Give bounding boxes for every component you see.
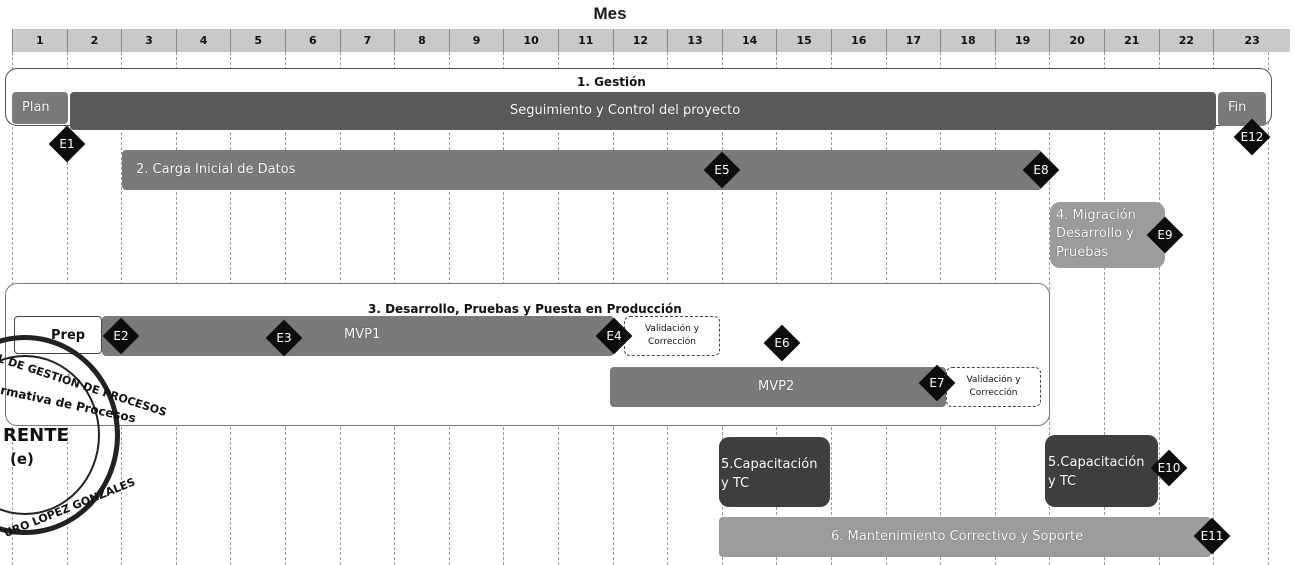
migracion-label-line1: 4. Migración bbox=[1056, 208, 1136, 223]
month-header-cell: 7 bbox=[339, 29, 395, 52]
seguimiento-bar: Seguimiento y Control del proyecto bbox=[70, 92, 1216, 130]
capacitacion-bar-2: 5.Capacitación y TC bbox=[1045, 435, 1158, 507]
milestone-e8: E8 bbox=[1021, 150, 1061, 190]
month-header-cell: 4 bbox=[175, 29, 231, 52]
mvp2-validacion-box: Validación y Corrección bbox=[946, 367, 1041, 407]
capacitacion-2-line1: 5.Capacitación bbox=[1048, 455, 1145, 470]
chart-title: Mes bbox=[593, 4, 627, 23]
migracion-label-line2: Desarrollo y bbox=[1056, 226, 1134, 241]
month-header-cell: 5 bbox=[230, 29, 285, 52]
seguimiento-label: Seguimiento y Control del proyecto bbox=[510, 103, 741, 118]
carga-bar: 2. Carga Inicial de Datos bbox=[122, 150, 1042, 190]
mvp2-validacion-line2: Corrección bbox=[969, 388, 1018, 398]
mvp1-validacion-line1: Validación y bbox=[644, 324, 700, 334]
month-header-cell: 10 bbox=[503, 29, 558, 52]
month-header-cell: 15 bbox=[776, 29, 831, 52]
gestion-group-label: 1. Gestión bbox=[577, 75, 646, 89]
month-header-cell: 17 bbox=[885, 29, 941, 52]
milestone-e6: E6 bbox=[762, 323, 802, 363]
milestone-e4: E4 bbox=[594, 316, 634, 356]
month-grid-line bbox=[1268, 52, 1269, 565]
capacitacion-1-line2: y TC bbox=[721, 476, 750, 491]
prep-label: Prep bbox=[51, 328, 86, 343]
month-header-cell: 20 bbox=[1049, 29, 1104, 52]
stamp-center-big: RENTE bbox=[3, 425, 69, 446]
mantenimiento-label: 6. Mantenimiento Correctivo y Soporte bbox=[831, 529, 1084, 544]
desarrollo-group-label: 3. Desarrollo, Pruebas y Puesta en Produ… bbox=[368, 302, 682, 316]
milestone-e11: E11 bbox=[1192, 516, 1232, 556]
month-header-cell: 22 bbox=[1158, 29, 1214, 52]
carga-label: 2. Carga Inicial de Datos bbox=[136, 162, 296, 177]
milestone-e9: E9 bbox=[1145, 215, 1185, 255]
month-header-cell: 21 bbox=[1104, 29, 1159, 52]
capacitacion-2-line2: y TC bbox=[1048, 474, 1077, 489]
mvp1-validacion-line2: Corrección bbox=[648, 337, 696, 347]
stamp-center-small: (e) bbox=[10, 450, 34, 468]
month-grid-line bbox=[1158, 52, 1160, 565]
milestone-e2: E2 bbox=[101, 316, 141, 356]
fin-label: Fin bbox=[1228, 100, 1247, 115]
month-header-cell: 9 bbox=[448, 29, 504, 52]
month-header-cell: 2 bbox=[66, 29, 122, 52]
mvp2-validacion-line1: Validación y bbox=[966, 375, 1021, 385]
mvp1-bar: MVP1 bbox=[102, 316, 614, 356]
month-header-cell: 14 bbox=[721, 29, 777, 52]
milestone-e3: E3 bbox=[264, 318, 304, 358]
mvp1-validacion-box: Validación y Corrección bbox=[624, 316, 720, 356]
month-header-cell: 11 bbox=[558, 29, 613, 52]
month-header-cell: 13 bbox=[667, 29, 722, 52]
month-header-cell: 18 bbox=[940, 29, 995, 52]
plan-bar: Plan bbox=[12, 92, 68, 124]
month-header-cell: 23 bbox=[1213, 29, 1290, 52]
plan-label: Plan bbox=[22, 100, 50, 115]
month-header-cell: 12 bbox=[612, 29, 668, 52]
month-header-cell: 6 bbox=[285, 29, 340, 52]
capacitacion-1-line1: 5.Capacitación bbox=[721, 457, 818, 472]
mvp2-bar: MVP2 bbox=[610, 367, 946, 407]
milestone-e12: E12 bbox=[1232, 117, 1272, 157]
month-header-cell: 8 bbox=[394, 29, 449, 52]
month-header-cell: 1 bbox=[12, 29, 67, 52]
milestone-e1: E1 bbox=[47, 124, 87, 164]
fin-bar: Fin bbox=[1218, 92, 1266, 126]
mantenimiento-bar: 6. Mantenimiento Correctivo y Soporte bbox=[719, 517, 1211, 557]
mvp1-label: MVP1 bbox=[344, 327, 381, 342]
migracion-label-line3: Pruebas bbox=[1056, 245, 1109, 260]
month-header-cell: 3 bbox=[121, 29, 176, 52]
mvp2-label: MVP2 bbox=[758, 379, 795, 394]
month-grid-line bbox=[1104, 52, 1105, 565]
capacitacion-bar-1: 5.Capacitación y TC bbox=[719, 437, 830, 507]
milestone-e5: E5 bbox=[702, 150, 742, 190]
migracion-bar: 4. Migración Desarrollo y Pruebas bbox=[1050, 202, 1165, 268]
milestone-e10: E10 bbox=[1149, 448, 1189, 488]
month-header-cell: 16 bbox=[831, 29, 886, 52]
month-header-cell: 19 bbox=[994, 29, 1050, 52]
milestone-e7: E7 bbox=[917, 363, 957, 403]
month-grid-line bbox=[1213, 52, 1215, 565]
